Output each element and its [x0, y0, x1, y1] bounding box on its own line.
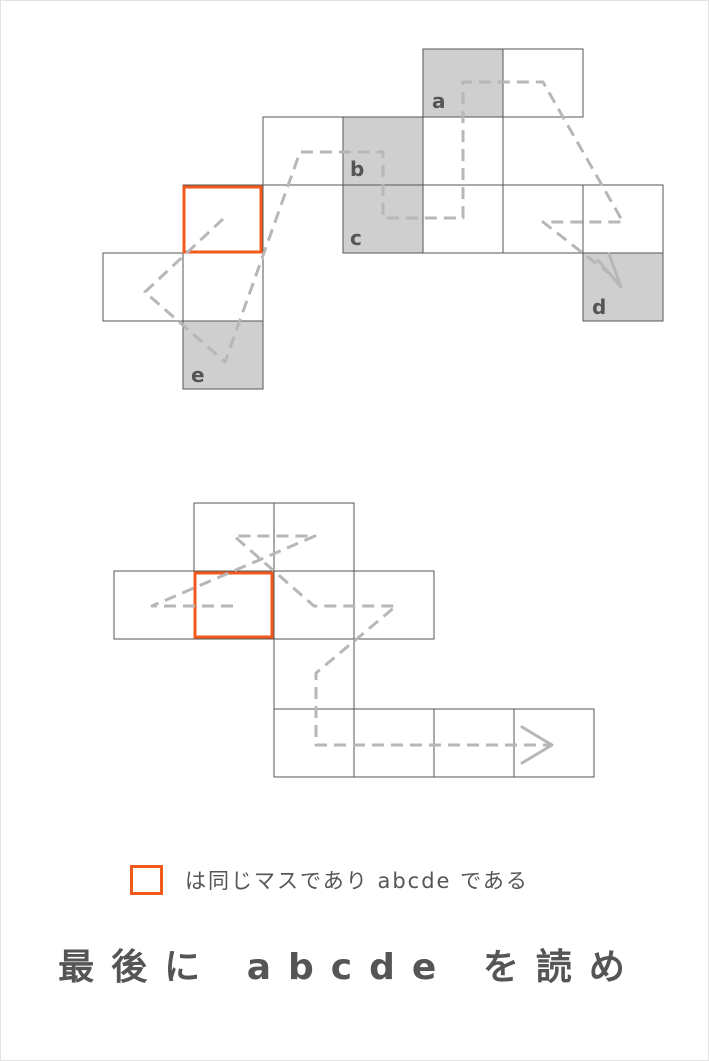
cell-label-d: d [592, 295, 606, 319]
grid-cell[interactable] [102, 252, 184, 322]
highlight-cell-upper [182, 185, 263, 254]
cell-label-e: e [191, 363, 205, 387]
dashed-route-lower [150, 534, 550, 747]
grid-cell[interactable] [273, 708, 355, 778]
lower-grid [113, 502, 595, 778]
grid-cell[interactable] [433, 708, 515, 778]
instruction-text: 最後に abcde を読め [58, 947, 642, 988]
grid-cell[interactable] [182, 252, 264, 322]
grid-cell[interactable] [582, 184, 664, 254]
cell-label-b: b [350, 157, 364, 181]
grid-cell[interactable] [513, 708, 595, 778]
grid-cell-e[interactable] [182, 320, 264, 390]
dashed-route-upper [143, 80, 625, 364]
upper-grid: a b c d e [102, 48, 664, 390]
arrowhead-lower [520, 725, 554, 765]
grid-cell[interactable] [502, 184, 584, 254]
legend: は同じマスであり abcde である [130, 862, 529, 898]
cell-label-a: a [432, 89, 446, 113]
legend-text: は同じマスであり abcde である [185, 869, 529, 893]
arrowhead-upper [596, 252, 623, 289]
cell-label-c: c [350, 226, 362, 250]
grid-cell[interactable] [353, 708, 435, 778]
grid-cell-d[interactable] [582, 252, 664, 322]
legend-highlight-swatch [130, 865, 163, 895]
